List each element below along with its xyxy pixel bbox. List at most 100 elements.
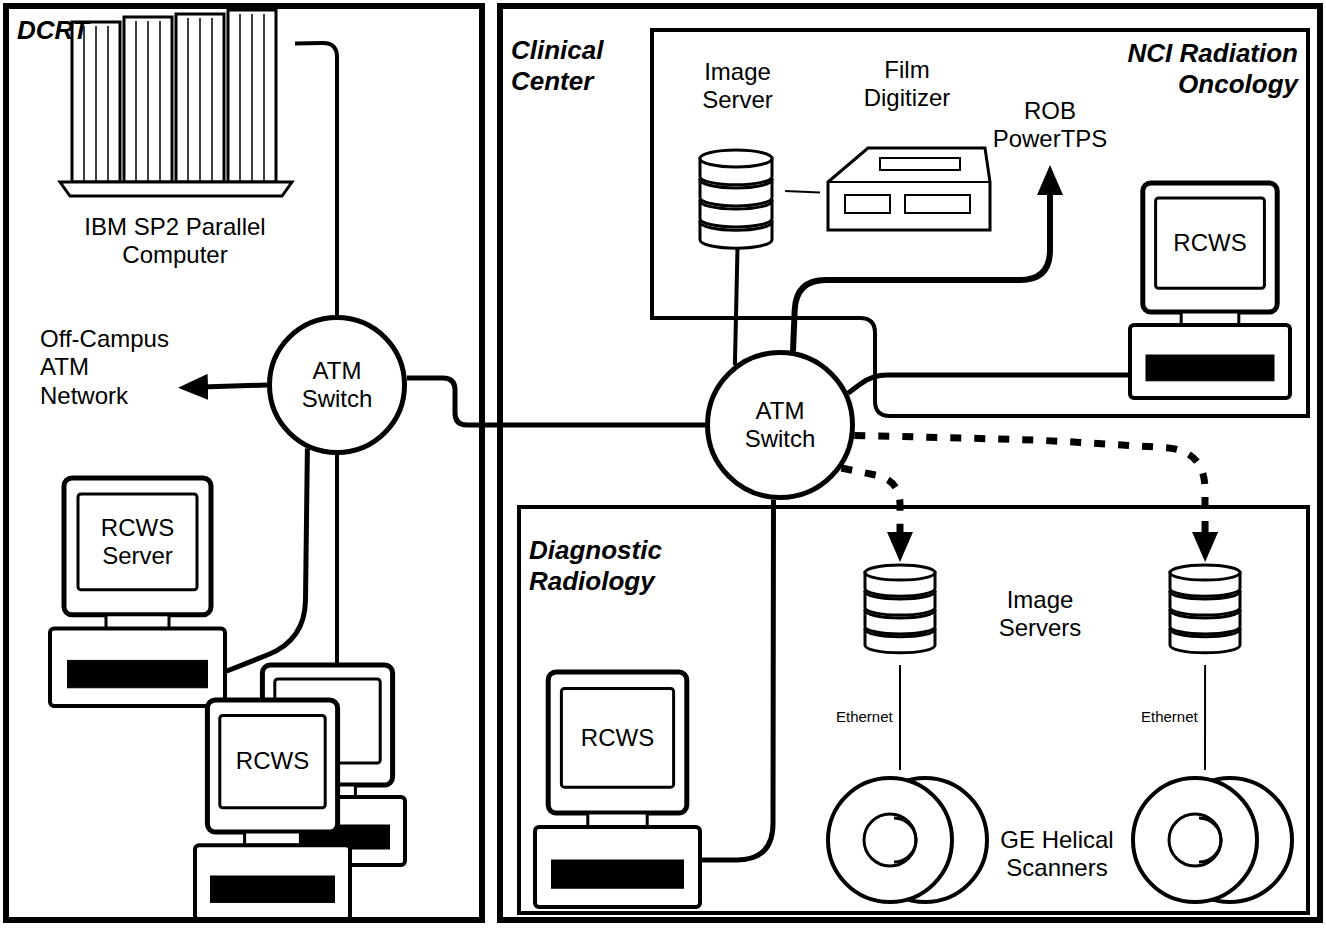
parallel-computer: IBM SP2 Parallel Computer bbox=[55, 10, 295, 288]
planning-system-label: ROB PowerTPS bbox=[975, 95, 1125, 167]
node-label: Image Servers bbox=[980, 586, 1100, 643]
atm-switch-circle: ATM Switch bbox=[705, 350, 855, 500]
monitor-stand bbox=[588, 813, 647, 827]
digitizer-edge bbox=[828, 181, 990, 183]
department-panel: DCRT IBM SP2 Parallel ComputerOff-Campus … bbox=[3, 3, 485, 923]
computer-cabinet bbox=[228, 10, 276, 182]
server-disk-top bbox=[700, 150, 772, 167]
cabinet-panel-line bbox=[95, 26, 97, 182]
monitor-outline bbox=[1143, 183, 1277, 312]
network-link bbox=[335, 455, 339, 665]
cabinet-panel-line bbox=[83, 26, 85, 182]
node-label: RCWS bbox=[1160, 229, 1261, 257]
cabinet-panel-line bbox=[135, 21, 137, 182]
dashed-connector bbox=[854, 435, 1205, 546]
cabinet-panel-line bbox=[107, 26, 109, 182]
computer-base bbox=[535, 827, 700, 907]
node-label: RCWS Server bbox=[82, 514, 193, 571]
network-link bbox=[848, 375, 1130, 393]
monitor-screen bbox=[220, 715, 325, 807]
network-link bbox=[225, 448, 307, 671]
scanner-bore-inner bbox=[894, 818, 916, 862]
node-label: Film Digitizer bbox=[847, 56, 967, 113]
cabinet-panel-line bbox=[159, 21, 161, 182]
image-servers: Image Servers bbox=[830, 560, 1250, 665]
node-label: RCWS bbox=[565, 724, 669, 752]
cabinet-panel-line bbox=[239, 14, 241, 182]
drive-bar bbox=[211, 876, 335, 902]
computer-cabinet bbox=[72, 22, 120, 182]
monitor-stand bbox=[106, 615, 169, 629]
computer-cabinet bbox=[124, 17, 172, 182]
film-digitizer: Film Digitizer bbox=[820, 56, 995, 238]
monitor-screen bbox=[561, 688, 673, 787]
network-link bbox=[407, 378, 705, 425]
panel-heading: DCRT bbox=[17, 15, 217, 46]
cabinet-panel-line bbox=[199, 18, 201, 182]
department-panel: Diagnostic RadiologyRCWS Image Servers GE … bbox=[517, 505, 1310, 915]
network-link bbox=[735, 248, 738, 365]
monitor-outline bbox=[548, 672, 687, 813]
drive-bar bbox=[1146, 355, 1274, 381]
panel-heading: NCI Radiation Oncology bbox=[1090, 38, 1298, 99]
monitor-outline bbox=[207, 700, 337, 832]
department-panel: Clinical CenterNCI Radiation OncologyIma… bbox=[497, 3, 1323, 923]
cabinet-panel-line bbox=[211, 18, 213, 182]
workstation-pair: RCWS bbox=[195, 665, 405, 920]
computer-platform bbox=[60, 182, 292, 196]
network-link bbox=[295, 43, 337, 315]
monitor-outline bbox=[64, 478, 211, 615]
atm-switch-circle: ATM Switch bbox=[267, 315, 407, 455]
node-label: Image Server bbox=[690, 58, 785, 115]
workstation: RCWS bbox=[535, 672, 700, 907]
network-link bbox=[793, 181, 1050, 351]
computer-base bbox=[195, 845, 350, 920]
network-link bbox=[700, 500, 774, 860]
workstation: RCWS Server bbox=[50, 478, 225, 706]
workstation: RCWS bbox=[1130, 183, 1290, 398]
cabinet-panel-line bbox=[263, 14, 265, 182]
node-label: ATM Switch bbox=[725, 397, 835, 454]
edge-label: Ethernet bbox=[834, 708, 895, 727]
cabinet-panel-line bbox=[187, 18, 189, 182]
monitor-screen bbox=[1156, 198, 1265, 288]
digitizer-slot bbox=[880, 158, 960, 170]
cabinet-panel-line bbox=[251, 14, 253, 182]
edge-label: Ethernet bbox=[1139, 708, 1200, 727]
digitizer-panel bbox=[905, 195, 970, 213]
node-label: RCWS bbox=[224, 747, 321, 775]
drive-bar bbox=[552, 860, 684, 888]
server-disk-top bbox=[1170, 565, 1240, 580]
panel-heading: Clinical Center bbox=[511, 35, 651, 96]
monitor-screen bbox=[78, 494, 197, 590]
digitizer-panel bbox=[845, 195, 890, 213]
computer-base bbox=[50, 628, 225, 706]
computer-cabinet bbox=[176, 14, 224, 182]
scanner-gantry-front bbox=[1133, 778, 1257, 902]
digitizer-body bbox=[828, 148, 990, 230]
node-label: Off-Campus ATM Network bbox=[40, 325, 178, 410]
node-label: IBM SP2 Parallel Computer bbox=[55, 213, 295, 270]
image-server: Image Server bbox=[690, 58, 785, 248]
node-label: GE Helical Scanners bbox=[987, 826, 1127, 883]
node-label: ROB PowerTPS bbox=[975, 97, 1125, 154]
network-label-node: Off-Campus ATM Network bbox=[40, 325, 180, 420]
scanner-gantry-front bbox=[828, 778, 952, 902]
panel-heading: Diagnostic Radiology bbox=[529, 535, 729, 596]
computer-base bbox=[1130, 325, 1290, 398]
cabinet-panel-line bbox=[147, 21, 149, 182]
node-label: ATM Switch bbox=[282, 357, 392, 414]
scanner-bore bbox=[864, 814, 916, 866]
network-link bbox=[1204, 665, 1206, 770]
drive-bar bbox=[68, 660, 208, 687]
scanner-bore-inner bbox=[1199, 818, 1221, 862]
network-link bbox=[785, 191, 820, 193]
helical-scanners: GE Helical Scanners bbox=[815, 770, 1290, 910]
server-disk-top bbox=[865, 565, 935, 580]
scanner-bore bbox=[1169, 814, 1221, 866]
network-link bbox=[899, 665, 901, 770]
network-link bbox=[194, 385, 267, 387]
